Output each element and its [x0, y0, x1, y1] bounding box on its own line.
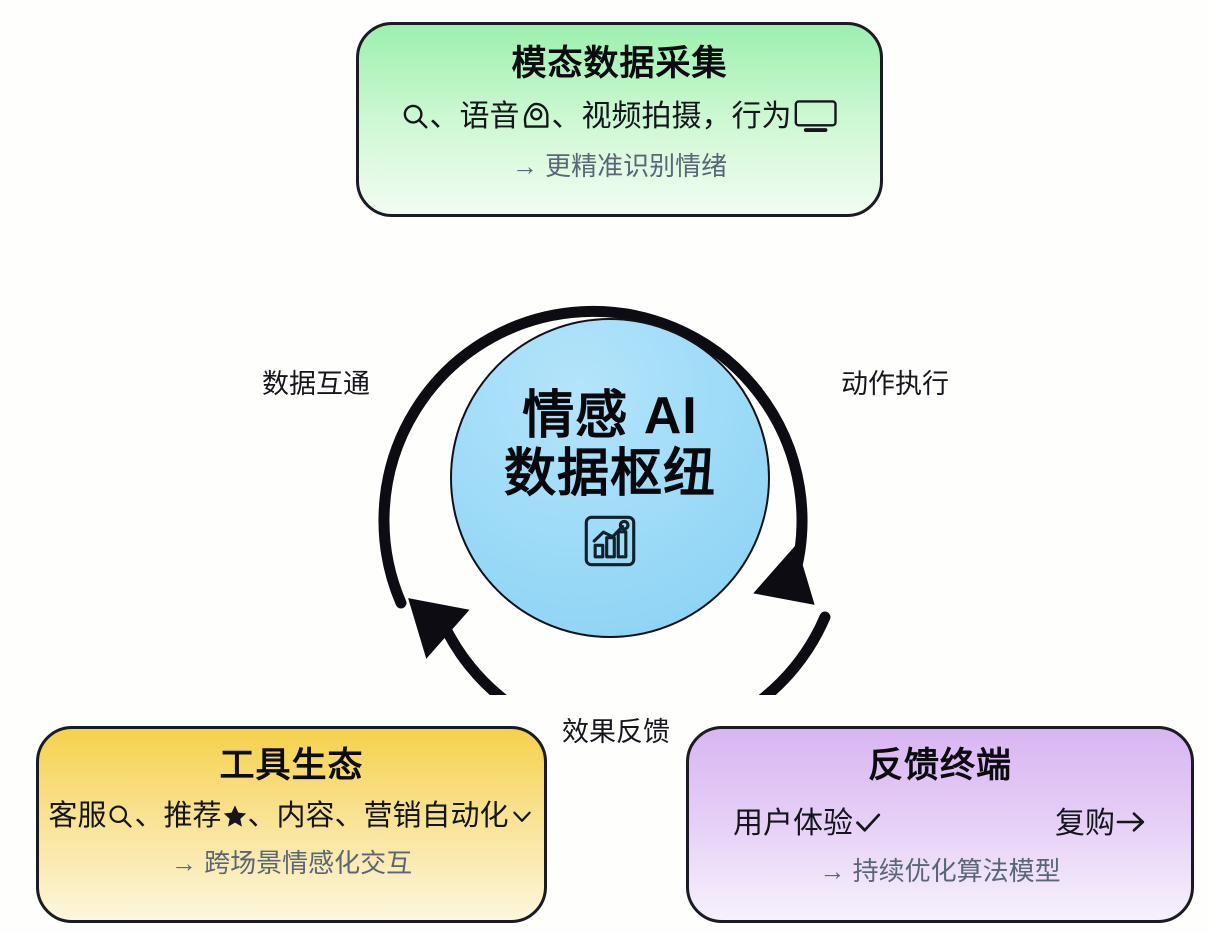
feedback-right-text: 复购: [1055, 806, 1115, 840]
arrowhead-right: [753, 544, 815, 605]
arrow-right-icon: [1115, 807, 1147, 837]
hub-title-line-1: 情感 AI: [522, 386, 698, 445]
tools-text-1: 客服: [48, 799, 107, 832]
star-icon: [222, 803, 248, 829]
chevron-down-icon: [509, 803, 535, 829]
arrowhead-left: [408, 598, 470, 659]
card-title-tools: 工具生态: [219, 746, 364, 785]
card-title-feedback: 反馈终端: [867, 746, 1012, 785]
feedback-left-group: 用户体验: [733, 798, 883, 842]
collection-text-2: 、视频拍摄，行为: [551, 99, 792, 133]
card-note-collection: → 更精准识别情绪: [511, 151, 728, 181]
feedback-left-text: 用户体验: [733, 806, 853, 840]
ring-label-action-exec: 动作执行: [841, 369, 949, 399]
hub-circle[interactable]: 情感 AI 数据枢纽: [450, 318, 770, 638]
arrow-data-flow-clockwise: [378, 305, 815, 609]
ring-label-effect-feedback: 效果反馈: [562, 717, 670, 747]
card-note-tools: → 跨场景情感化交互: [170, 847, 413, 878]
tools-text-2: 、推荐: [134, 799, 222, 832]
tools-text-3: 、内容、营销自动化: [247, 799, 509, 832]
collection-text-1: 、语音: [429, 99, 520, 133]
monitor-icon: [792, 99, 840, 133]
search-icon: [106, 802, 134, 830]
card-body-collection: 、语音 、视频拍摄，行为: [400, 98, 840, 136]
card-body-feedback: 用户体验 复购: [689, 798, 1191, 842]
card-note-feedback: → 持续优化算法模型: [819, 855, 1061, 886]
search-icon: [400, 101, 430, 131]
voice-capture-icon: [520, 100, 552, 132]
feedback-right-group: 复购: [1055, 798, 1147, 842]
card-feedback-terminal[interactable]: 反馈终端 用户体验 复购 → 持续优化算法模型: [686, 726, 1194, 923]
ring-label-data-interop: 数据互通: [262, 369, 370, 399]
card-body-tools: 客服 、推荐 、内容、营销自动化: [48, 798, 534, 834]
card-tool-ecosystem[interactable]: 工具生态 客服 、推荐 、内容、营销自动化 → 跨场景情: [36, 726, 547, 923]
arrow-feedback-loop: [408, 598, 831, 695]
hub-title-line-2: 数据枢纽: [503, 445, 716, 503]
check-icon: [853, 807, 883, 837]
card-modal-data-collection[interactable]: 模态数据采集 、语音 、视频拍摄，行为: [356, 22, 883, 217]
cycle-arrows: [378, 305, 831, 695]
card-title-collection: 模态数据采集: [511, 44, 728, 83]
chart-increasing-icon: [582, 513, 638, 569]
